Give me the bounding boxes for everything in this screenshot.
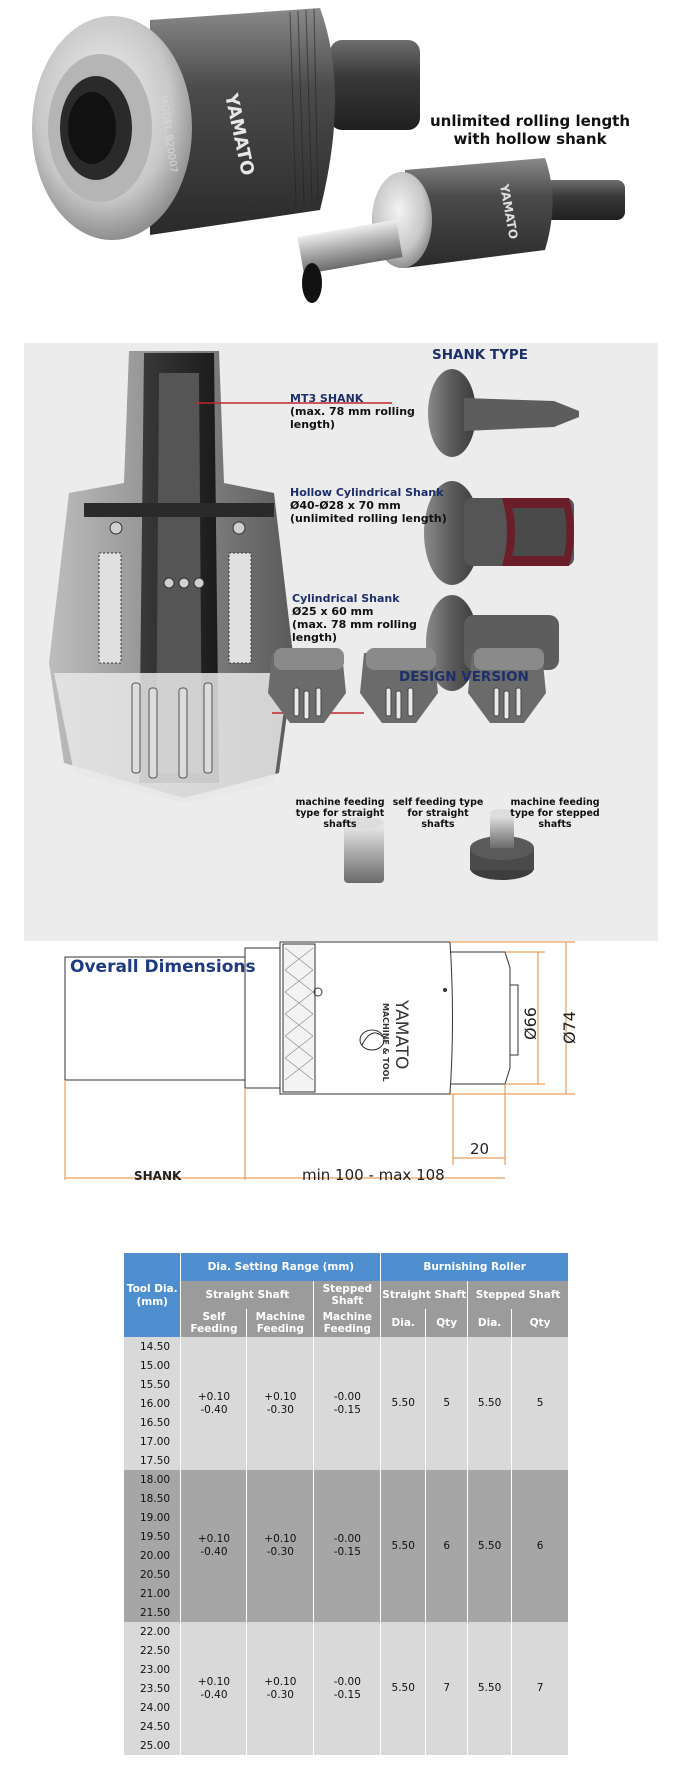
shank-type-desc: (max. 78 mm rolling length) — [290, 405, 415, 431]
tool-dia-cell: 24.00 — [124, 1698, 182, 1717]
stepped-roller-qty: 5 — [511, 1337, 569, 1470]
shank-type-cylindrical: Cylindrical Shank Ø25 x 60 mm (max. 78 m… — [292, 592, 462, 644]
dimension-drawing: YAMATO MACHINE & TOOL Ø66 Ø74 20 SHANK m… — [64, 941, 579, 1180]
self-feeding-range: +0.10-0.40 — [180, 1337, 248, 1470]
tool-dia-cell: 23.00 — [124, 1660, 182, 1679]
hero-caption: unlimited rolling length with hollow sha… — [429, 112, 631, 148]
dimension-brand: YAMATO — [391, 999, 411, 1069]
col-roller-stepped: Stepped Shaft — [467, 1281, 569, 1309]
dimensions-title: Overall Dimensions — [70, 957, 256, 977]
tool-dia-cell: 22.00 — [124, 1622, 182, 1641]
tool-dia-cell: 19.50 — [124, 1527, 182, 1546]
roller-qty: 7 — [425, 1622, 469, 1755]
tool-dia-cell: 25.00 — [124, 1736, 182, 1755]
shank-type-desc: (unlimited rolling length) — [290, 512, 447, 525]
spec-table: Tool Dia. (mm) Dia. Setting Range (mm) B… — [124, 1253, 569, 1755]
tool-dia-cell: 21.00 — [124, 1584, 182, 1603]
col-stepped-shaft: Stepped Shaft — [313, 1281, 382, 1309]
col-machine-feeding: Machine Feeding — [246, 1309, 315, 1337]
shank-type-name: Hollow Cylindrical Shank — [290, 486, 444, 499]
tool-dia-cell: 20.50 — [124, 1565, 182, 1584]
tool-dia-cell: 24.50 — [124, 1717, 182, 1736]
col-burnishing-roller: Burnishing Roller — [380, 1253, 569, 1281]
tool-dia-cell: 21.50 — [124, 1603, 182, 1622]
roller-dia: 5.50 — [380, 1337, 427, 1470]
shank-type-desc: Ø25 x 60 mm — [292, 605, 374, 618]
shank-type-name: MT3 SHANK — [290, 392, 364, 405]
cutaway-illustration — [49, 351, 579, 883]
stepped-feeding-range: -0.00-0.15 — [313, 1622, 382, 1755]
machine-feeding-range: +0.10-0.30 — [246, 1622, 315, 1755]
dimension-shank-label: SHANK — [134, 1169, 182, 1180]
machine-feeding-range: +0.10-0.30 — [246, 1337, 315, 1470]
stepped-feeding-range: -0.00-0.15 — [313, 1470, 382, 1622]
tool-dia-cell: 20.00 — [124, 1546, 182, 1565]
tool-dia-cell: 15.50 — [124, 1375, 182, 1394]
tool-dia-cell: 17.50 — [124, 1451, 182, 1470]
stepped-roller-dia: 5.50 — [467, 1337, 513, 1470]
col-setting-range: Dia. Setting Range (mm) — [180, 1253, 382, 1281]
col-qty-stepped: Qty — [511, 1309, 569, 1337]
shank-type-hollow: Hollow Cylindrical Shank Ø40-Ø28 x 70 mm… — [290, 486, 460, 525]
tool-dia-cell: 17.00 — [124, 1432, 182, 1451]
shank-type-heading: SHANK TYPE — [432, 347, 529, 363]
dimension-length-label: min 100 - max 108 — [302, 1166, 445, 1180]
stepped-roller-qty: 7 — [511, 1622, 569, 1755]
shank-type-desc: Ø40-Ø28 x 70 mm — [290, 499, 401, 512]
stepped-roller-dia: 5.50 — [467, 1622, 513, 1755]
roller-qty: 6 — [425, 1470, 469, 1622]
roller-qty: 5 — [425, 1337, 469, 1470]
tool-dia-cell: 14.50 — [124, 1337, 182, 1356]
dimension-d-outer: Ø74 — [560, 1011, 579, 1044]
stepped-feeding-range: -0.00-0.15 — [313, 1337, 382, 1470]
tool-dia-cell: 18.00 — [124, 1470, 182, 1489]
tool-dia-cell: 18.50 — [124, 1489, 182, 1508]
dimension-d-inner: Ø66 — [521, 1007, 540, 1040]
stepped-roller-dia: 5.50 — [467, 1470, 513, 1622]
tool-dia-cell: 15.00 — [124, 1356, 182, 1375]
col-dia-stepped: Dia. — [467, 1309, 513, 1337]
col-tool-dia: Tool Dia. (mm) — [124, 1253, 182, 1337]
dimension-offset: 20 — [470, 1140, 489, 1158]
roller-dia: 5.50 — [380, 1622, 427, 1755]
tool-dia-cell: 19.00 — [124, 1508, 182, 1527]
shank-type-name: Cylindrical Shank — [292, 592, 400, 605]
col-roller-straight: Straight Shaft — [380, 1281, 469, 1309]
shank-type-desc: (max. 78 mm rolling length) — [292, 618, 417, 644]
dimension-brand-sub: MACHINE & TOOL — [381, 1003, 390, 1082]
self-feeding-range: +0.10-0.40 — [180, 1470, 248, 1622]
tool-dia-cell: 23.50 — [124, 1679, 182, 1698]
tool-dia-cell: 22.50 — [124, 1641, 182, 1660]
machine-feeding-range: +0.10-0.30 — [246, 1470, 315, 1622]
col-dia: Dia. — [380, 1309, 427, 1337]
shank-type-mt3: MT3 SHANK (max. 78 mm rolling length) — [290, 392, 460, 431]
stepped-roller-qty: 6 — [511, 1470, 569, 1622]
tool-dia-cell: 16.00 — [124, 1394, 182, 1413]
hero-product-image: YAMATO MODEL B20007 YAMATO — [32, 8, 625, 303]
col-straight-shaft: Straight Shaft — [180, 1281, 315, 1309]
tool-dia-cell: 16.50 — [124, 1413, 182, 1432]
design-version-heading: DESIGN VERSION — [399, 669, 529, 685]
col-machine-feeding-stepped: Machine Feeding — [313, 1309, 382, 1337]
roller-dia: 5.50 — [380, 1470, 427, 1622]
col-self-feeding: Self Feeding — [180, 1309, 248, 1337]
self-feeding-range: +0.10-0.40 — [180, 1622, 248, 1755]
col-qty: Qty — [425, 1309, 469, 1337]
